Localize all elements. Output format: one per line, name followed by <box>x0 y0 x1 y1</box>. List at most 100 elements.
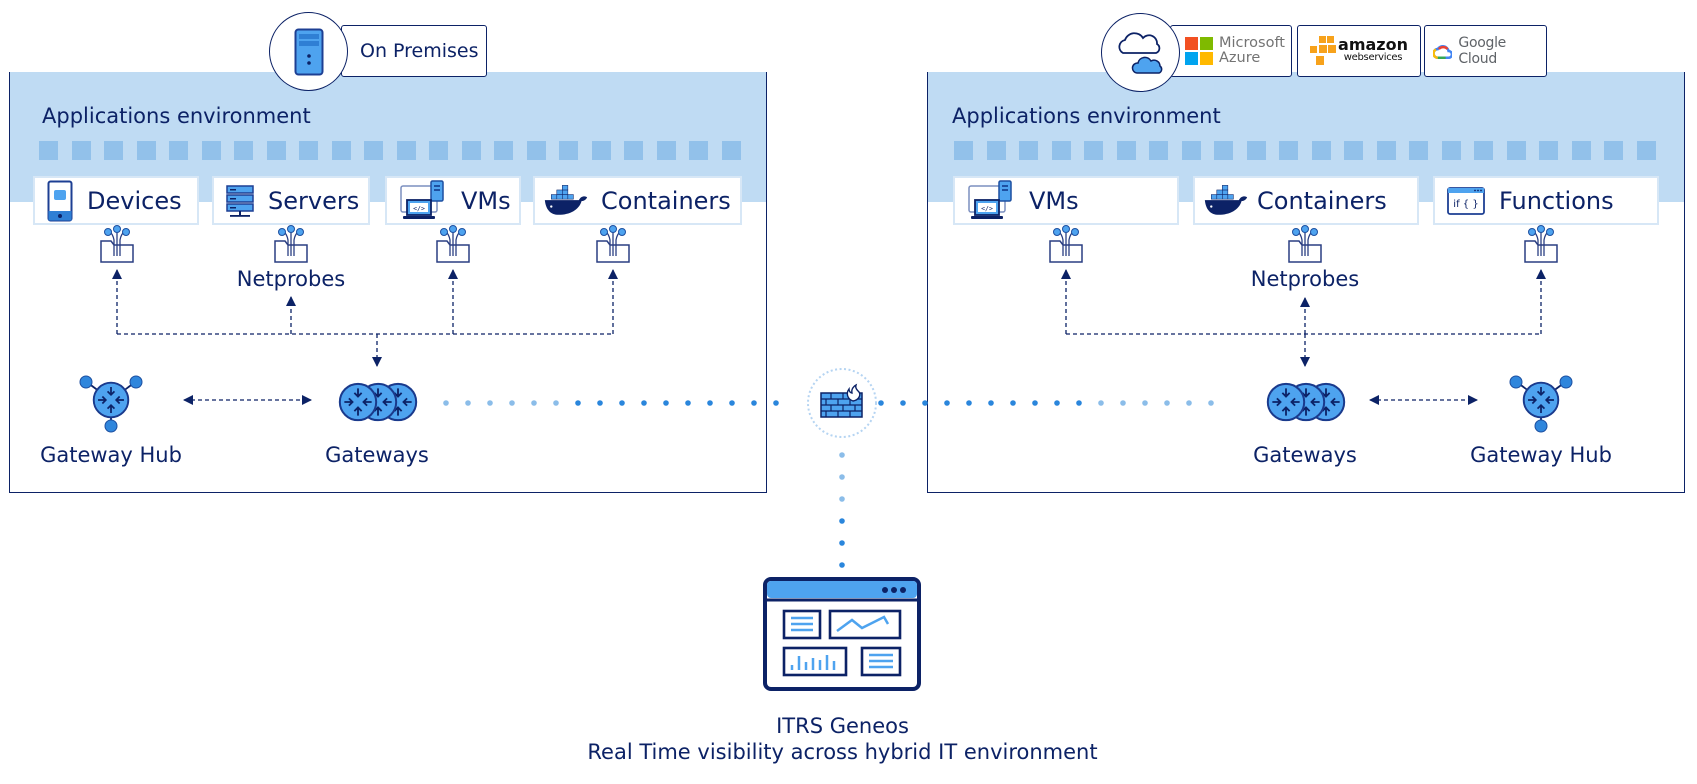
google-cloud-icon <box>1433 45 1453 59</box>
environment-square <box>591 141 611 160</box>
environment-square <box>526 141 546 160</box>
tile-functions[interactable]: if { } Functions <box>1433 176 1659 225</box>
environment-squares-row <box>39 141 741 160</box>
virtual-machine-icon <box>399 180 447 222</box>
environment-square <box>39 141 58 160</box>
environment-square <box>1084 141 1103 160</box>
gateways-icon <box>1266 382 1346 422</box>
netprobe-icon <box>1047 224 1085 264</box>
netprobe-icon <box>594 224 632 264</box>
azure-line2: Azure <box>1219 50 1261 66</box>
dashboard-icon <box>763 577 921 691</box>
connection-dot <box>839 474 845 480</box>
virtual-machine-icon <box>967 180 1015 222</box>
environment-square <box>429 141 448 160</box>
applications-environment-title: Applications environment <box>42 104 311 128</box>
microsoft-logo-icon <box>1185 37 1213 65</box>
gateway-hub-icon <box>79 375 143 433</box>
environment-square <box>624 141 643 160</box>
environment-square <box>1344 141 1363 160</box>
environment-square <box>1604 141 1623 160</box>
cloud-circle <box>1101 13 1180 92</box>
environment-square <box>136 141 156 160</box>
provider-aws: amazon webservices <box>1297 25 1421 77</box>
tile-devices[interactable]: Devices <box>33 176 199 225</box>
connection-dot <box>839 540 845 546</box>
tile-servers[interactable]: Servers <box>212 176 370 225</box>
gateway-hub-label: Gateway Hub <box>40 443 182 467</box>
environment-square <box>1051 141 1071 160</box>
connection-dot <box>878 400 884 406</box>
environment-square <box>1279 141 1298 160</box>
environment-square <box>396 141 416 160</box>
environment-square <box>559 141 578 160</box>
netprobes-label: Netprobes <box>1250 267 1360 291</box>
connection-dot <box>839 562 845 568</box>
aws-line1: amazon <box>1338 35 1408 54</box>
mobile-device-icon <box>47 180 73 221</box>
environment-square <box>331 141 351 160</box>
dashboard-title: ITRS Geneos <box>776 714 909 738</box>
environment-square <box>299 141 318 160</box>
tile-label: VMs <box>461 186 511 215</box>
docker-whale-icon <box>543 184 589 218</box>
cloud-icon <box>1118 31 1162 74</box>
environment-square <box>169 141 188 160</box>
environment-square <box>1246 141 1266 160</box>
environment-square <box>494 141 513 160</box>
tile-containers[interactable]: Containers <box>533 176 742 225</box>
server-tower-icon <box>294 28 323 75</box>
gateways-label: Gateways <box>325 443 429 467</box>
connection-dot <box>839 496 845 502</box>
provider-google-cloud: Google Cloud <box>1424 25 1547 77</box>
environment-square <box>1214 141 1233 160</box>
tile-label: Containers <box>1257 186 1387 215</box>
docker-whale-icon <box>1203 184 1249 218</box>
netprobe-icon <box>98 224 136 264</box>
on-premises-label: On Premises <box>360 40 479 62</box>
tile-label: Containers <box>601 186 731 215</box>
function-code-icon: if { } <box>1447 186 1485 215</box>
connection-dot <box>839 452 845 458</box>
firewall-icon <box>807 368 877 438</box>
netprobe-icon <box>272 224 310 264</box>
connection-dot <box>839 518 845 524</box>
environment-square <box>1019 141 1038 160</box>
provider-azure: Microsoft Azure <box>1170 25 1292 77</box>
environment-square <box>1376 141 1396 160</box>
netprobe-icon <box>1522 224 1560 264</box>
server-rack-icon <box>226 184 254 217</box>
svg-text:if { }: if { } <box>1453 199 1478 210</box>
tile-vms[interactable]: VMs <box>385 176 521 225</box>
tile-containers[interactable]: Containers <box>1193 176 1419 225</box>
netprobes-label: Netprobes <box>236 267 346 291</box>
environment-square <box>201 141 221 160</box>
tile-vms[interactable]: VMs <box>953 176 1179 225</box>
tile-label: VMs <box>1029 186 1079 215</box>
environment-square <box>954 141 973 160</box>
google-cloud-label: Google Cloud <box>1458 35 1506 67</box>
environment-square <box>1539 141 1558 160</box>
environment-square <box>1636 141 1656 160</box>
tile-label: Functions <box>1499 186 1614 215</box>
tile-label: Servers <box>268 186 360 215</box>
environment-square <box>1311 141 1331 160</box>
aws-cubes-icon <box>1310 36 1337 65</box>
environment-square <box>71 141 91 160</box>
aws-line2: webservices <box>1343 52 1403 63</box>
on-premises-circle <box>269 12 348 91</box>
environment-square <box>364 141 383 160</box>
netprobe-icon <box>434 224 472 264</box>
dashboard-subtitle: Real Time visibility across hybrid IT en… <box>587 740 1098 764</box>
environment-square <box>986 141 1006 160</box>
on-premises-panel: Applications environment <box>9 72 767 493</box>
environment-square <box>1409 141 1428 160</box>
netprobe-icon <box>1286 224 1324 264</box>
environment-square <box>234 141 253 160</box>
gateways-icon <box>338 382 418 422</box>
azure-line1: Microsoft <box>1219 35 1285 51</box>
connection-dot <box>773 400 779 406</box>
environment-square <box>266 141 286 160</box>
tile-label: Devices <box>87 186 182 215</box>
environment-square <box>1441 141 1461 160</box>
